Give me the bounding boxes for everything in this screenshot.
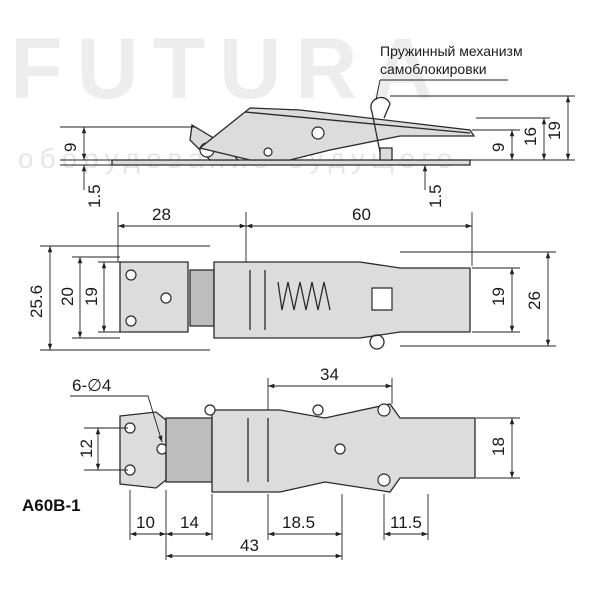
dim-bottom-34: 34 [320, 365, 339, 384]
side-lever [198, 107, 476, 161]
side-lever-edge [244, 111, 471, 134]
watermark-brand: FUTURA [10, 21, 448, 117]
top-hole-3 [160, 292, 172, 304]
top-rivet [369, 334, 385, 350]
top-hole-2 [125, 315, 137, 327]
dim-top-25-6: 25.6 [27, 285, 46, 318]
bottom-rivet-2 [312, 404, 324, 416]
dim-bottom-holes-leader [70, 395, 163, 443]
top-dims: 28 60 25.6 20 19 19 26 [27, 205, 556, 351]
dim-top-20: 20 [58, 287, 77, 306]
dim-side-right-1-5: 1.5 [426, 184, 445, 208]
dim-bottom-12: 12 [77, 439, 96, 458]
dim-bottom-18: 18 [489, 437, 508, 456]
side-pivot-rivet [263, 147, 273, 157]
annotation-line1: Пружинный механизм [380, 43, 523, 59]
dim-bottom-14: 14 [180, 513, 199, 532]
dim-side-left-9: 9 [61, 143, 80, 152]
dim-bottom-11-5: 11.5 [390, 513, 422, 532]
dim-side-right-9: 9 [489, 143, 508, 152]
bottom-hook [165, 417, 213, 483]
bottom-center-hole [334, 443, 346, 455]
dim-top-19-right: 19 [489, 287, 508, 306]
dim-top-60: 60 [352, 205, 371, 224]
bottom-lever-ribs [247, 418, 269, 482]
top-hole-1 [125, 269, 137, 281]
top-view [119, 261, 471, 350]
bottom-rivet-4 [377, 473, 391, 487]
dim-bottom-10: 10 [136, 513, 155, 532]
top-left-plate [119, 261, 189, 333]
top-spring-coil [277, 281, 331, 311]
side-spring-loop [370, 96, 391, 119]
dim-bottom-43: 43 [240, 536, 259, 555]
side-view [111, 96, 476, 166]
annotation-line2: самоблокировки [380, 61, 487, 77]
top-catch [371, 287, 393, 311]
dim-side-19: 19 [545, 121, 564, 140]
dim-side-16: 16 [521, 127, 540, 146]
bottom-rivet-1 [204, 404, 216, 416]
dim-side-left-1-5: 1.5 [85, 184, 104, 208]
side-spring-wire [371, 111, 381, 153]
dim-top-19-left: 19 [82, 287, 101, 306]
dim-top-28: 28 [152, 205, 171, 224]
side-dims-right: 9 1.5 16 19 [390, 95, 575, 208]
side-dims-left: 9 1.5 [60, 126, 195, 208]
side-catch [379, 147, 393, 161]
side-pivot-middle [311, 126, 325, 140]
dim-bottom-18-5: 18.5 [282, 513, 315, 532]
dim-bottom-holes: 6-∅4 [72, 376, 111, 395]
dim-top-26: 26 [525, 291, 544, 310]
bottom-rivet-3 [377, 403, 391, 417]
bottom-dims: 6-∅4 34 12 18 10 14 18.5 11.5 43 [70, 365, 520, 560]
bottom-view [119, 403, 476, 493]
top-lever [213, 261, 471, 339]
top-hook [189, 269, 215, 327]
model-label: A60B-1 [22, 496, 81, 515]
annotation-leader [375, 79, 381, 101]
side-base-plate [111, 159, 471, 166]
top-lever-ribs [249, 270, 266, 330]
